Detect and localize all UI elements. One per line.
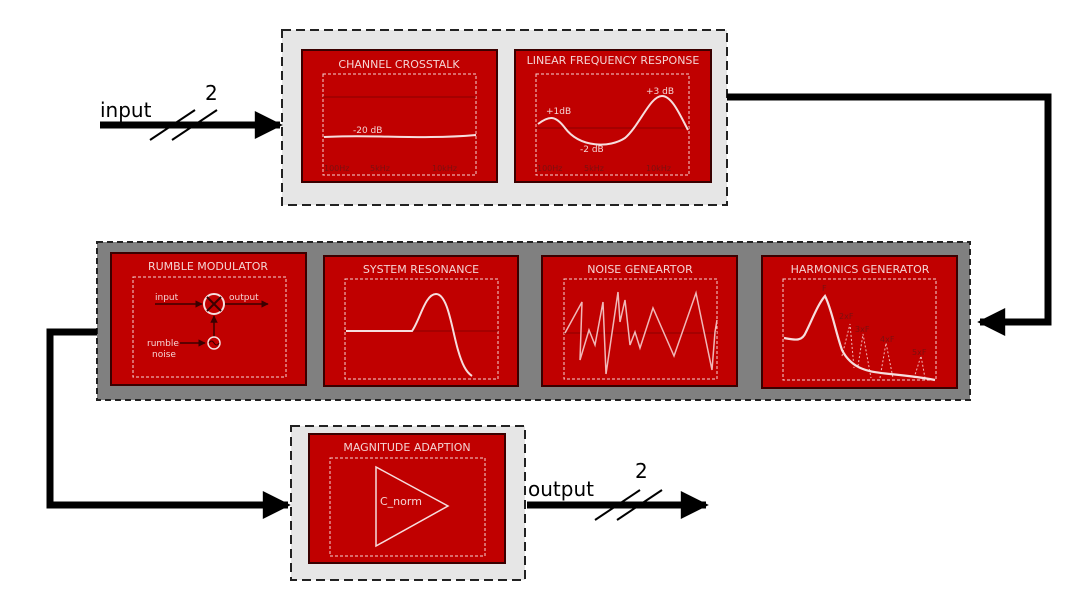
panel-noise-generator: NOISE GENEARTOR — [541, 255, 738, 387]
panel-magnitude-adaption: MAGNITUDE ADAPTION C_norm — [308, 433, 506, 564]
panel-title: RUMBLE MODULATOR — [148, 260, 268, 273]
panel-linear-frequency-response: LINEAR FREQUENCY RESPONSE +1dB -2 dB +3 … — [514, 49, 712, 183]
tick-label: 5kHz — [370, 164, 390, 173]
harmonic-label: 5xF — [912, 348, 927, 357]
rumble-noise-label: noise — [152, 350, 176, 360]
harmonic-label: 4xF — [880, 335, 895, 344]
middle-to-bottom-connector — [46, 328, 291, 519]
gain-label: +3 dB — [646, 87, 674, 97]
gain-label: +1dB — [546, 107, 571, 117]
noise-source-icon — [207, 336, 221, 350]
panel-system-resonance: SYSTEM RESONANCE — [323, 255, 519, 387]
tick-label: 100Hz — [537, 164, 562, 173]
panel-title: CHANNEL CROSSTALK — [338, 58, 460, 71]
panel-rumble-modulator: RUMBLE MODULATOR input output rumble noi… — [110, 252, 307, 386]
panel-title: HARMONICS GENERATOR — [791, 263, 930, 276]
tick-label: 10kHz — [646, 164, 671, 173]
harmonic-label: 2xF — [839, 312, 854, 321]
noise-waveform — [564, 290, 718, 375]
harmonic-peak-5 — [913, 355, 926, 379]
panel-title: LINEAR FREQUENCY RESPONSE — [527, 54, 700, 67]
rumble-input-label: input — [155, 293, 179, 303]
rumble-noise-label: rumble — [147, 339, 179, 349]
rumble-output-label: output — [229, 293, 259, 303]
multiplier-icon — [203, 293, 225, 315]
top-to-middle-connector — [727, 93, 1052, 336]
output-label: output — [528, 477, 594, 501]
gain-label: -2 dB — [580, 145, 604, 155]
panel-title: SYSTEM RESONANCE — [363, 263, 479, 276]
harmonic-label: 3xF — [855, 325, 870, 334]
frequency-response-curve — [537, 94, 689, 146]
panel-harmonics-generator: HARMONICS GENERATOR F 2xF 3xF 4xF 5xF — [761, 255, 958, 389]
tick-label: 10kHz — [432, 164, 457, 173]
input-channel-count: 2 — [205, 81, 218, 105]
harmonic-spectrum-curve — [783, 294, 936, 382]
panel-channel-crosstalk: CHANNEL CROSSTALK -20 dB 100Hz 5kHz 10kH… — [301, 49, 498, 183]
harmonic-label: F — [822, 284, 827, 293]
output-arrow: output 2 — [527, 459, 709, 521]
harmonic-peak-2 — [841, 323, 855, 369]
tick-label: 100Hz — [324, 164, 349, 173]
input-label: input — [100, 98, 152, 122]
input-arrow: input 2 — [100, 81, 283, 141]
tick-label: 5kHz — [584, 164, 604, 173]
gain-label: C_norm — [380, 495, 422, 508]
crosstalk-level: -20 dB — [353, 126, 382, 136]
panel-title: NOISE GENEARTOR — [587, 263, 693, 276]
panel-title: MAGNITUDE ADAPTION — [343, 441, 470, 454]
resonance-curve — [346, 292, 473, 377]
crosstalk-curve — [323, 134, 477, 139]
harmonic-peak-3 — [857, 333, 872, 379]
amplifier-icon — [375, 465, 450, 548]
output-channel-count: 2 — [635, 459, 648, 483]
